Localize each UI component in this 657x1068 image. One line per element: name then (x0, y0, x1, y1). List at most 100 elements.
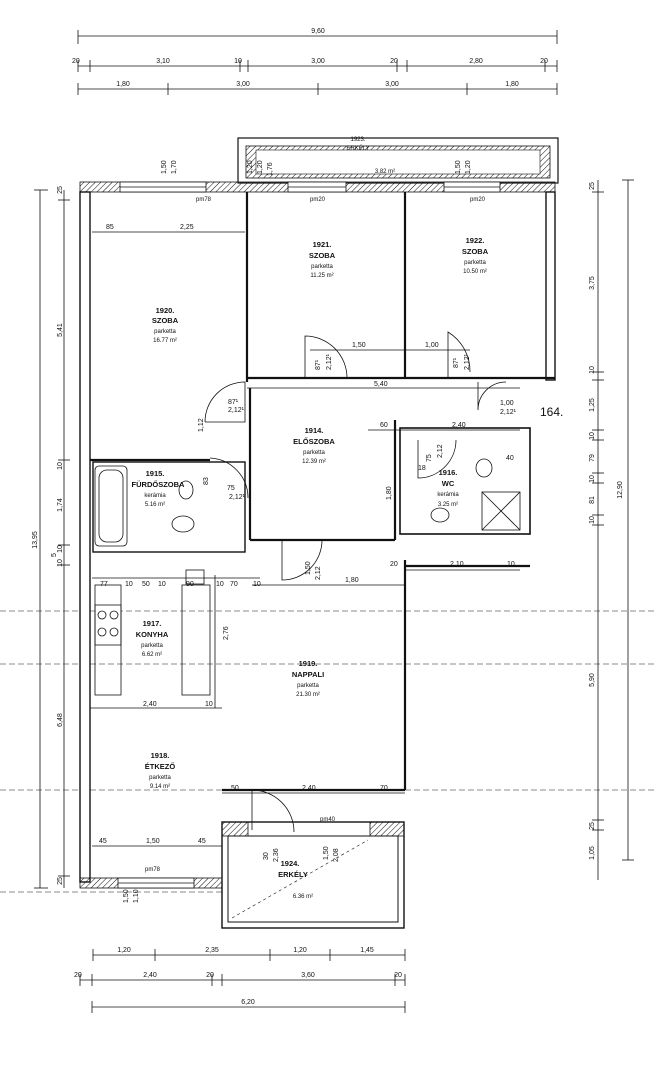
dim-bottom-r2-0: 20 (74, 972, 82, 979)
dim-in-36: 90 (186, 581, 194, 588)
dim-in-31: 10 (507, 561, 515, 568)
dim-in-4: 1,50 (352, 342, 366, 349)
dim-in-54: 1,10 (133, 889, 140, 903)
balcony-1923-name: ERKÉLY (346, 145, 369, 152)
exterior-walls (79, 181, 556, 889)
dim-left-s6: 6,48 (57, 713, 64, 727)
dim-in-5: 1,00 (425, 342, 439, 349)
dim-in-8: 2,12¹ (326, 353, 333, 370)
room-1922-area: 10.50 m² (463, 269, 487, 275)
door-1922 (447, 331, 471, 378)
room-1922-number: 1922. (466, 236, 485, 245)
dim-left-total: 13,95 (32, 531, 39, 549)
dim-in-27: 2,12 (315, 566, 322, 580)
room-1916-name: WC (442, 479, 455, 488)
room-1916: 1916. WC kerámia 3.25 m² (437, 468, 459, 508)
room-1919-name: NAPPALI (292, 670, 324, 679)
dim-bottom-r2-2: 20 (206, 972, 214, 979)
dim-in-50: 2,36 (273, 848, 280, 862)
dim-bottom-r1-1: 2,35 (205, 947, 219, 954)
dim-in-22: 75 (426, 454, 433, 462)
room-1916-area: 3.25 m² (438, 502, 458, 508)
toilet-icon (178, 480, 194, 500)
dim-in-57: 1,50 (455, 160, 462, 174)
room-1920-number: 1920. (156, 306, 175, 315)
dim-in-48: 45 (198, 838, 206, 845)
stove-icon (94, 604, 122, 646)
dim-in-24: 18 (418, 465, 426, 472)
dim-bottom-r1-2: 1,20 (293, 947, 307, 954)
room-1915-area: 5.16 m² (145, 502, 165, 508)
dim-in-29: 20 (390, 561, 398, 568)
dim-in-20: 2,40 (452, 422, 466, 429)
room-1921-area: 11.25 m² (310, 273, 333, 279)
balcony-1924: 1924. ERKÉLY 6.36 m² (221, 821, 405, 929)
dim-in-28: 1,80 (345, 577, 359, 584)
room-1917-area: 6.62 m² (142, 652, 162, 658)
balcony-1923: 1923. ERKÉLY 3.82 m² (237, 137, 559, 184)
dim-in-44: 2,40 (302, 785, 316, 792)
dim-in-15: 1,12 (198, 418, 205, 432)
window-label-pm20-right: pm20 (470, 197, 486, 203)
room-1915: 1915. FÜRDŐSZOBA kerámia 5.16 m² (132, 469, 185, 508)
dim-in-21: 1,80 (386, 486, 393, 500)
room-1917: 1917. KONYHA parketta 6.62 m² (136, 619, 169, 658)
dim-left-s0: 25 (57, 186, 64, 194)
room-1922-floor: parketta (464, 260, 486, 266)
kitchen-counter-left (94, 584, 122, 696)
room-1921-number: 1921. (313, 240, 332, 249)
dim-in-12: 2,12¹ (228, 407, 245, 414)
dim-in-3: 2,25 (180, 224, 194, 231)
door-1915 (209, 457, 249, 499)
dim-in-14: 2,12¹ (500, 409, 517, 416)
dim-right-s9: 5,90 (589, 673, 596, 687)
room-1914-area: 12.39 m² (302, 459, 326, 465)
door-1921 (304, 335, 348, 379)
room-1921: 1921. SZOBA parketta 11.25 m² (309, 240, 336, 279)
dim-in-60: 1,20 (465, 160, 472, 174)
room-1919-number: 1919. (299, 659, 318, 668)
dim-in-23: 2,12 (437, 444, 444, 458)
dim-left-s3: 1,74 (57, 498, 64, 512)
dim-left-five: 5 (51, 553, 58, 557)
balcony-1924-number: 1924. (281, 859, 300, 868)
dim-top-r2-4: 20 (390, 58, 398, 65)
dim-in-59: 1,20 (247, 160, 254, 174)
dim-in-6: 5,40 (374, 381, 388, 388)
room-1914-number: 1914. (305, 426, 324, 435)
dim-bottom-r1-0: 1,20 (117, 947, 131, 954)
dim-in-7: 87¹ (315, 359, 322, 370)
right-dimensions: 12,90 25 3,75 10 1,25 10 79 10 81 10 5,9… (589, 179, 634, 880)
dim-bottom-r2-4: 20 (394, 972, 402, 979)
room-1917-name: KONYHA (136, 630, 169, 639)
dim-right-s6: 10 (589, 475, 596, 483)
dim-in-52: 2,08 (333, 848, 340, 862)
dim-right-s3: 1,25 (589, 398, 596, 412)
room-1919-area: 21.30 m² (296, 692, 320, 698)
room-1915-number: 1915. (146, 469, 165, 478)
dim-in-34: 50 (142, 581, 150, 588)
dim-right-s0: 25 (589, 182, 596, 190)
dim-in-2: 85 (106, 224, 114, 231)
room-1916-floor: kerámia (437, 492, 459, 498)
balcony-1923-number: 1923. (350, 137, 365, 143)
dim-in-0: 1,50 (161, 160, 168, 174)
window-label-pm78-bottom: pm78 (145, 867, 161, 873)
dim-in-19: 60 (380, 422, 388, 429)
room-1917-floor: parketta (141, 643, 163, 649)
dim-in-53: 1,50 (123, 889, 130, 903)
interior-walls (90, 192, 555, 792)
room-1916-number: 1916. (439, 468, 458, 477)
room-1922-name: SZOBA (462, 247, 489, 256)
room-1921-name: SZOBA (309, 251, 336, 260)
room-1920-floor: parketta (154, 329, 176, 335)
top-dimensions: 9,60 20 3,10 10 3,00 20 2,80 20 1,80 3,0… (72, 28, 558, 95)
doors (204, 331, 507, 833)
dim-right-s7: 81 (589, 496, 596, 504)
room-1921-floor: parketta (311, 264, 333, 270)
dim-right-s4: 10 (589, 432, 596, 440)
room-1920-area: 16.77 m² (153, 338, 177, 344)
dim-top-r3-1: 3,00 (236, 81, 250, 88)
dim-in-1: 1,70 (171, 160, 178, 174)
dim-in-47: 1,50 (146, 838, 160, 845)
